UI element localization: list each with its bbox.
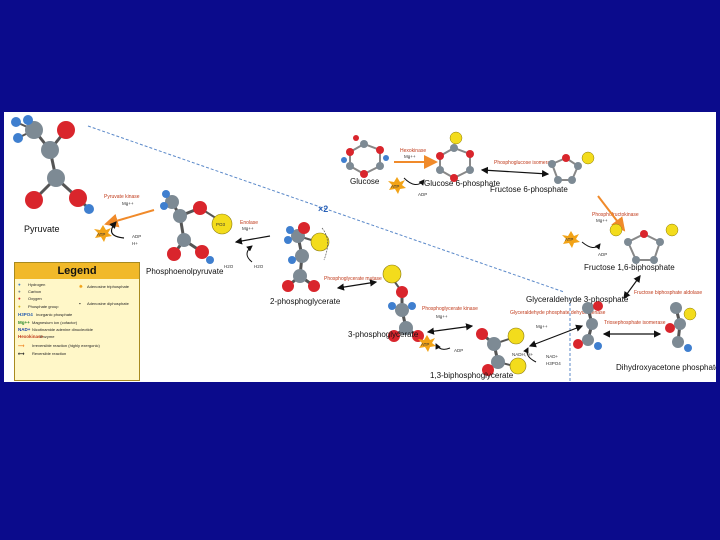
phosphoglycerate-mutase-label: Phosphoglycerate mutase [324,276,382,282]
carbon-dot-icon: ● [18,289,21,294]
g3p-molecule [573,301,603,350]
atp-label-3: ATP [391,184,399,189]
g6p-molecule [436,131,474,182]
legend-enzyme: HexokinaseEnzyme [18,334,55,339]
glycolysis-diagram-panel: ×2 Pyruvate Pyruvate kinase Mg++ ATP ADP… [4,112,716,382]
legend-box: Legend ●Hydrogen ●Carbon ●Oxygen ●Phosph… [14,262,140,381]
glucose-label: Glucose [350,177,380,186]
mg-label-1: Mg++ [122,201,134,206]
atp-out-arrow-1 [109,221,125,239]
bpg13-label: 1,3-biphosphoglycerate [430,371,514,380]
pgi-label: Phosphoglucose isomerase [494,160,556,166]
legend-reversible: ⟷Reversible reaction [18,351,67,356]
hexokinase-label: Hexokinase [400,148,426,154]
atp-burst-3 [388,177,406,194]
legend-irreversible: ⟶Irreversible reaction (highly exergonic… [18,343,100,348]
mg-label-2: Mg++ [242,226,254,231]
dhap-molecule [665,302,697,352]
orange-arrow-icon: ⟶ [18,343,25,348]
mg-label-5: Mg++ [404,154,416,159]
times-two-label: ×2 [318,204,328,214]
pg3-molecule [382,264,424,342]
atp-label-2: ATP [421,342,429,347]
pfk-label: Phosphofructokinase [592,212,639,218]
pfk-arrow [597,195,626,232]
tpi-label: Triosephosphate isomerase [604,320,666,326]
legend-mg: Mg++Magnesium ion (cofactor) [18,320,78,325]
atp-burst-1 [94,225,112,242]
enolase-arrow [234,235,271,245]
atp-burst-2 [418,335,436,352]
mg-label-6: Mg++ [596,218,608,223]
adp-in-arrow-2 [435,343,451,350]
aldolase-label: Fructose biphosphate aldolase [634,290,702,296]
nad-label: NAD+ [546,354,559,359]
glucose-molecule [341,135,389,178]
pyruvate-label: Pyruvate [24,224,60,234]
pg2-label: 2-phosphoglycerate [270,297,341,306]
pg2-dashed-bond [321,227,328,261]
pgi-arrow [480,166,550,178]
legend-adp: ▪Adenosine diphosphate [79,301,129,306]
h3po4-label: H3PO4 [546,361,561,366]
pyruvate-molecule [11,115,94,214]
legend-hydrogen: ●Hydrogen [18,282,46,287]
pg3-label: 3-phosphoglycerate [348,330,419,339]
adp-out-arrow-3 [403,177,425,186]
pyruvate-kinase-label: Pyruvate kinase [104,194,140,200]
glycolysis-diagram: ×2 Pyruvate Pyruvate kinase Mg++ ATP ADP… [11,115,716,382]
adp-label-4: ADP [598,252,607,257]
pg2-molecule [282,222,330,292]
phosphoenolpyruvate-molecule [160,190,233,264]
g3p-label: Glyceraldehyde 3-phosphate [526,295,629,304]
legend-atp: ✸Adenosine triphosphate [79,284,130,289]
mg-label-4: Mg++ [536,324,548,329]
f6p-molecule [548,151,595,184]
po3-label-1: PO3 [216,222,226,227]
phosphoenolpyruvate-label: Phosphoenolpyruvate [146,267,224,276]
aldolase-arrow [623,275,641,299]
atp-label-1: ATP [97,232,105,237]
h-plus-label-1: H+ [132,241,138,246]
dhap-label: Dihydroxyacetone phosphate [616,363,716,372]
water-out-arrow [246,245,253,263]
f16bp-label: Fructose 1,6-biphosphate [584,263,675,272]
atp-burst-icon: ✸ [79,284,83,289]
adp-out-arrow-4 [581,241,601,250]
mutase-arrow [336,279,378,291]
h2o-label-1: H2O [224,264,234,269]
f16bp-molecule [609,223,679,264]
gapdh-arrow [528,324,584,348]
legend-phosphate: ●Phosphate group [18,304,59,309]
adp-text-icon: ▪ [79,301,81,306]
dashed-link-line [87,125,565,293]
adp-label-2: ADP [454,348,463,353]
pyruvate-kinase-arrow [104,209,155,228]
oxygen-dot-icon: ● [18,296,21,301]
phosphate-dot-icon: ● [18,304,21,309]
legend-nad: NAD+Nicotinamide adenine dinucleotide [18,327,93,332]
nadh-arrow [523,347,537,363]
adp-label-3: ADP [418,192,427,197]
hydrogen-dot-icon: ● [18,282,21,287]
pgk-arrow [426,323,474,335]
atp-label-4: ATP [565,237,573,242]
adp-label-1: ADP [132,234,141,239]
g6p-label: Glucose 6-phosphate [424,179,501,188]
h2o-label-2: H2O [254,264,264,269]
f6p-label: Fructose 6-phosphate [490,185,568,194]
legend-oxygen: ●Oxygen [18,296,42,301]
bpg13-molecule [476,327,527,376]
double-arrow-icon: ⟷ [18,351,25,356]
nadh-label: NADH, H+ [512,352,534,357]
gapdh-label: Glyceraldehyde phosphate dehydrogenase [510,310,606,316]
legend-title: Legend [15,263,139,279]
mg-label-3: Mg++ [436,314,448,319]
legend-carbon: ●Carbon [18,289,42,294]
enolase-label: Enolase [240,220,258,226]
atp-burst-4 [562,231,580,248]
phosphoglycerate-kinase-label: Phosphoglycerate kinase [422,306,478,312]
